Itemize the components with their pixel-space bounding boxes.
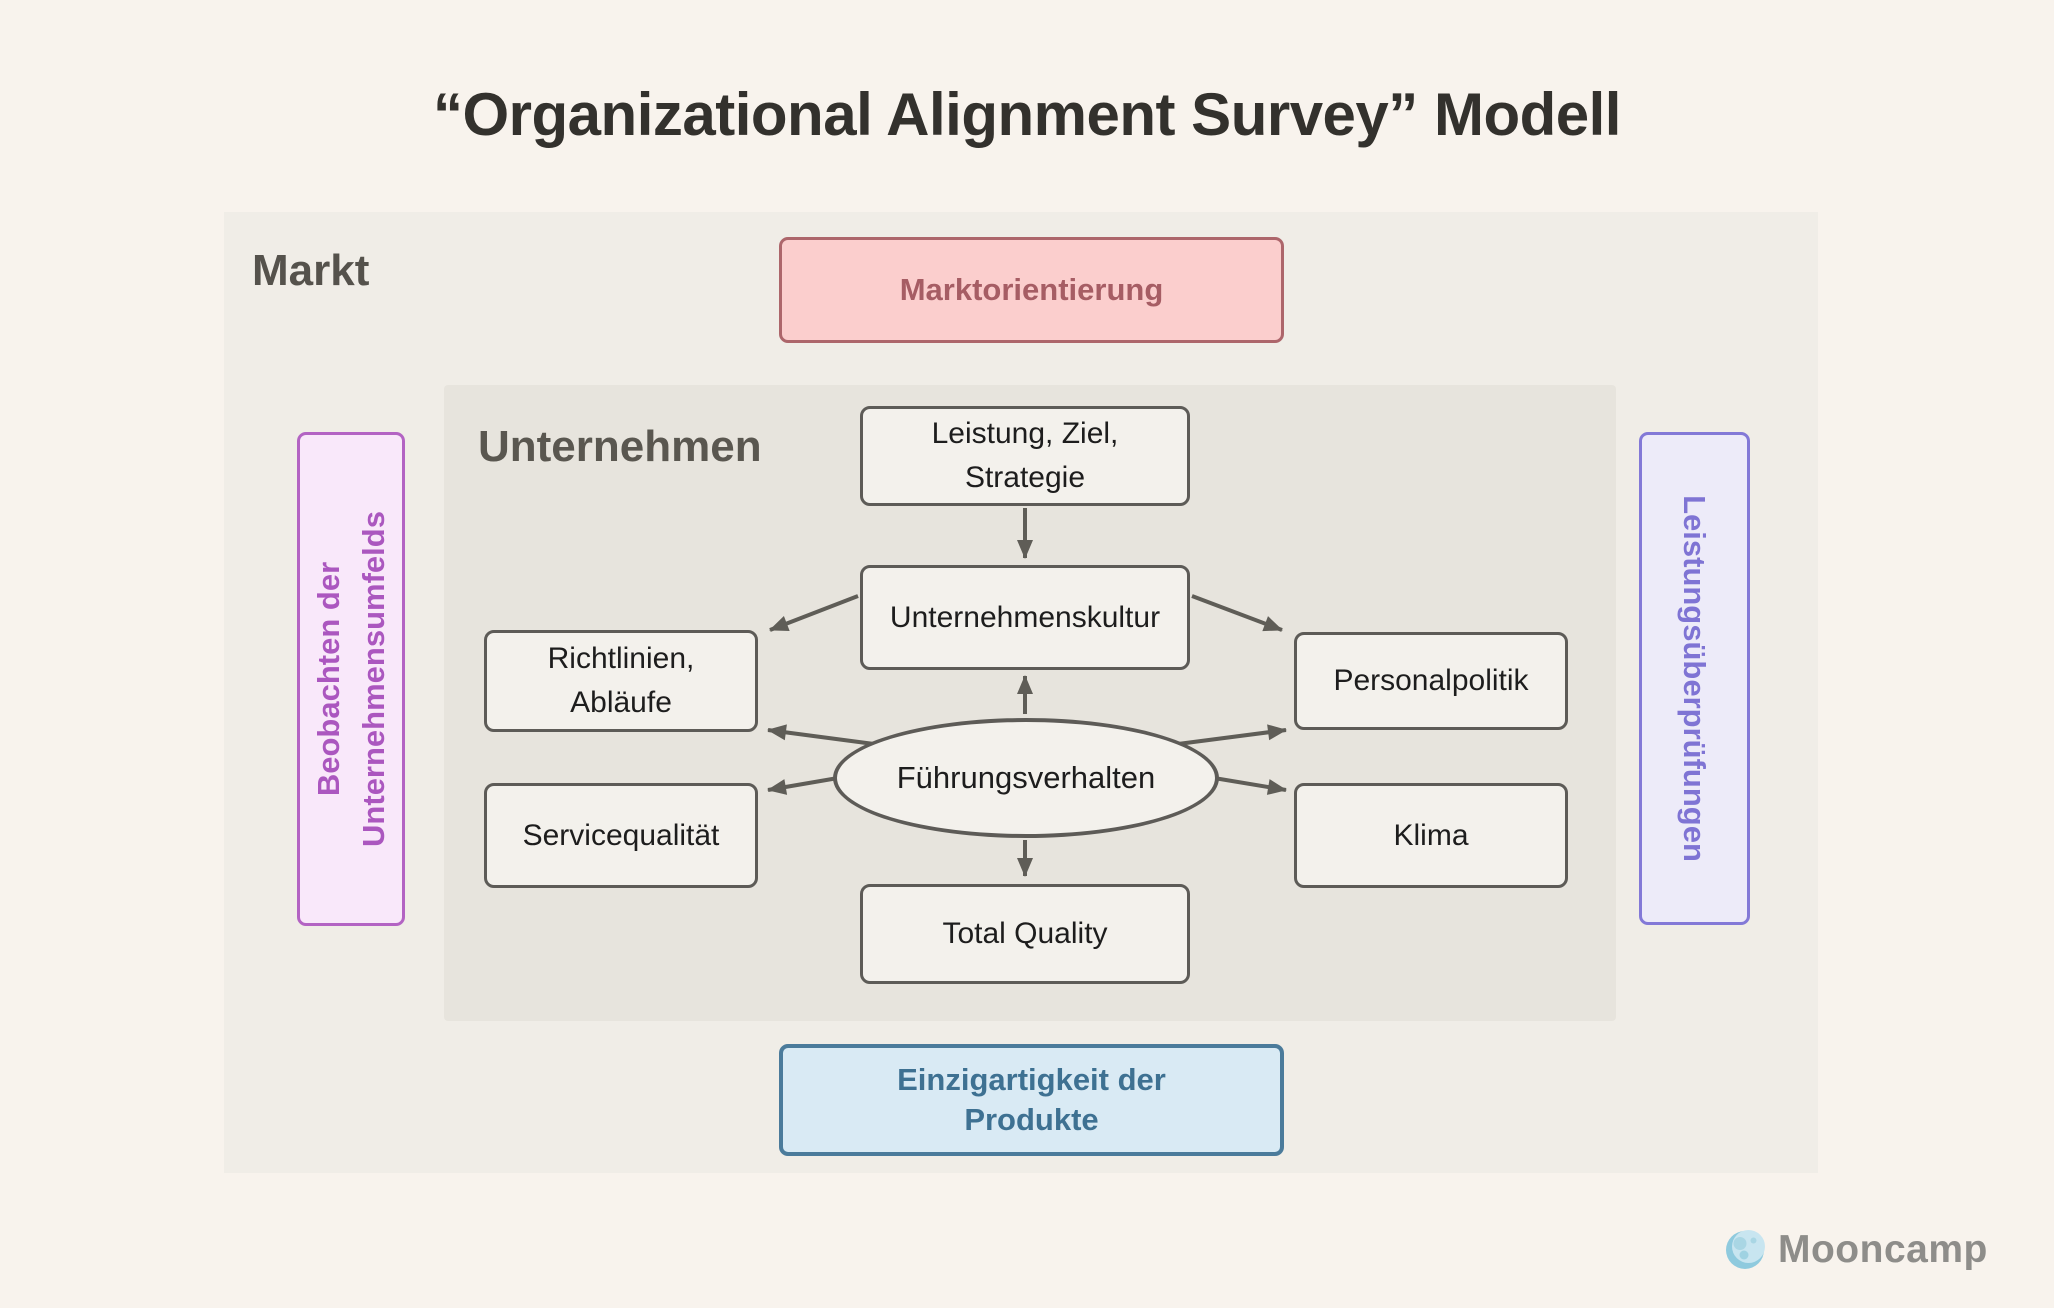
- moon-icon: [1726, 1230, 1765, 1269]
- climate-node-label: Klima: [1393, 818, 1469, 852]
- environment-observation-box: Beobachten der Unternehmensumfelds: [297, 432, 405, 926]
- company-zone-label: Unternehmen: [478, 422, 762, 471]
- culture-node-label: Unternehmenskultur: [889, 600, 1161, 634]
- performance-review-box: Leistungsüberprüfungen: [1639, 432, 1750, 925]
- market-orientation-box: Marktorientierung: [779, 237, 1284, 343]
- product-uniqueness-box: Einzigartigkeit der Produkte: [779, 1044, 1284, 1156]
- product-uniqueness-line1: Einzigartigkeit der: [897, 1062, 1166, 1097]
- brand-logo-text: Mooncamp: [1778, 1228, 1988, 1271]
- product-uniqueness-line2: Produkte: [964, 1102, 1099, 1137]
- performance-review-label: Leistungsüberprüfungen: [1677, 495, 1713, 862]
- strategy-node-line2: Strategie: [964, 461, 1086, 494]
- environment-observation-label: Beobachten der Unternehmensumfelds: [311, 511, 391, 847]
- market-zone-label: Markt: [252, 246, 370, 295]
- strategy-node-line1: Leistung, Ziel,: [931, 417, 1119, 450]
- brand-logo: Mooncamp: [1723, 1228, 1988, 1272]
- guidelines-node-line1: Richtlinien,: [547, 642, 695, 675]
- hr-policy-node-label: Personalpolitik: [1333, 664, 1529, 697]
- hr-policy-node: Personalpolitik: [1294, 632, 1568, 730]
- total-quality-node-label: Total Quality: [942, 917, 1108, 950]
- culture-node: Unternehmenskultur: [860, 565, 1190, 670]
- page-title: “Organizational Alignment Survey” Modell: [433, 81, 1621, 148]
- climate-node: Klima: [1294, 783, 1568, 888]
- market-orientation-label: Marktorientierung: [899, 272, 1164, 307]
- strategy-node: Leistung, Ziel, Strategie: [860, 406, 1190, 506]
- leadership-behavior-label: Führungsverhalten: [896, 760, 1156, 795]
- service-quality-node: Servicequalität: [484, 783, 758, 888]
- guidelines-node: Richtlinien, Abläufe: [484, 630, 758, 732]
- guidelines-node-line2: Abläufe: [570, 686, 672, 719]
- leadership-behavior-ellipse: Führungsverhalten: [833, 718, 1219, 838]
- service-quality-node-label: Servicequalität: [522, 818, 720, 852]
- total-quality-node: Total Quality: [860, 884, 1190, 984]
